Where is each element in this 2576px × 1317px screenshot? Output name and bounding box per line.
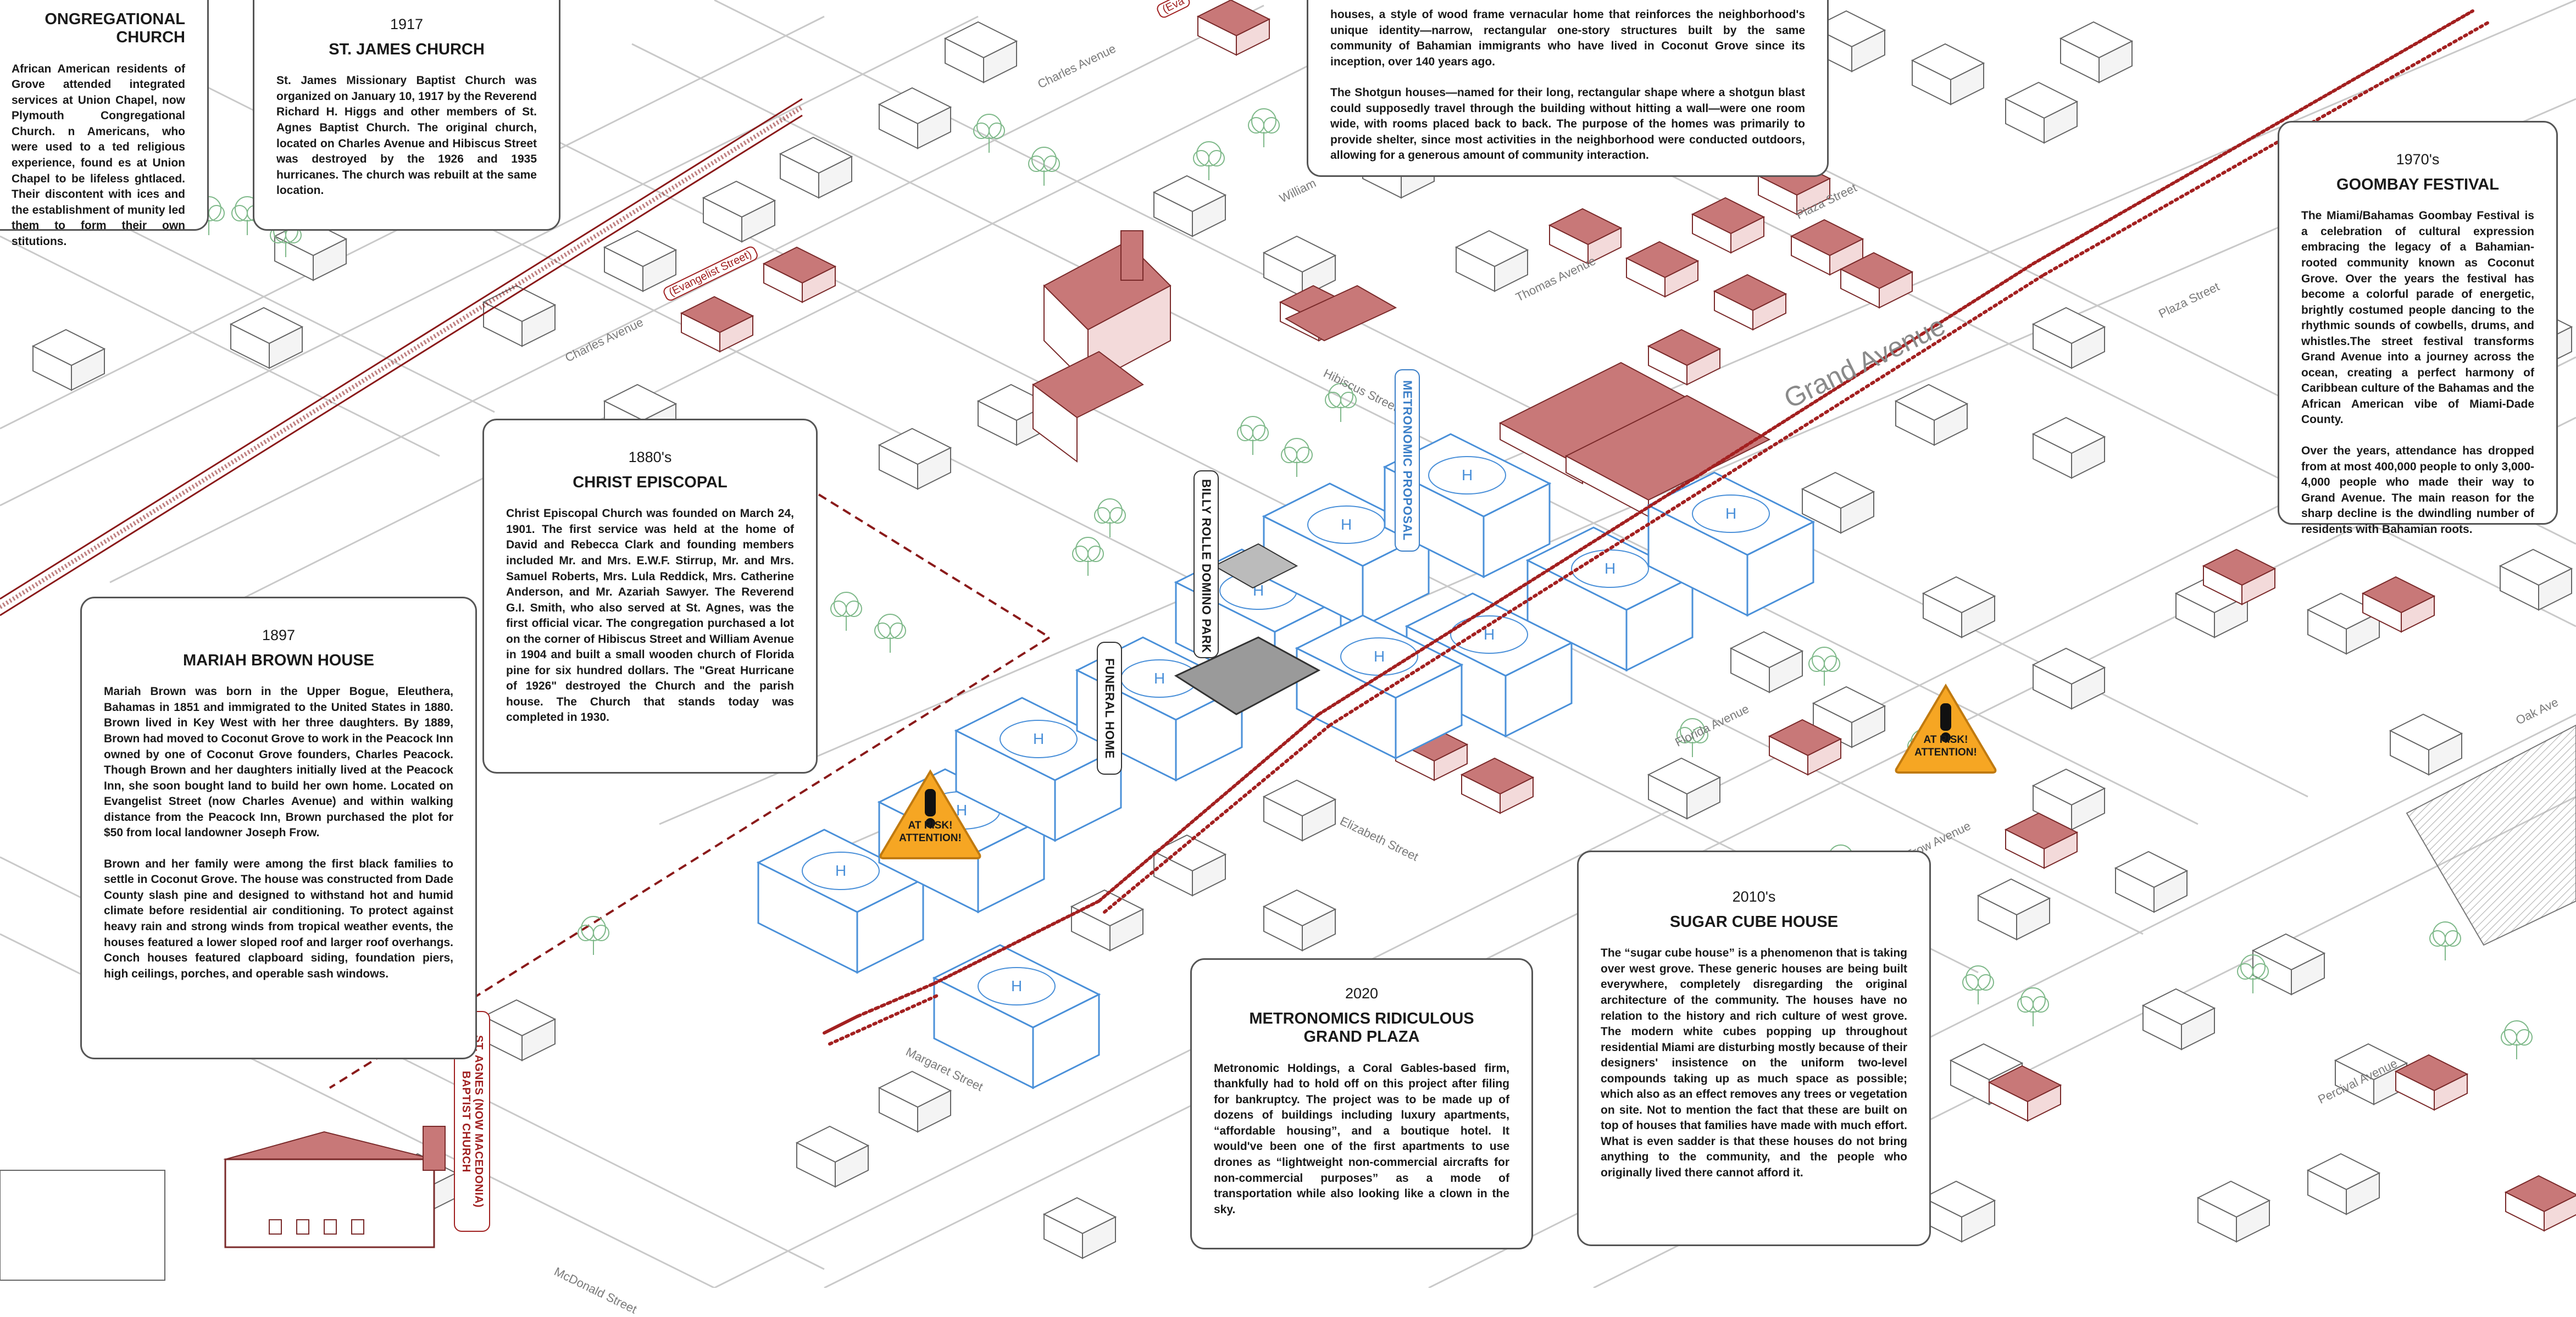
domino-park-pavilion <box>1174 543 1321 715</box>
mariah-brown-house-building <box>0 1126 446 1281</box>
panel-body: Christ Episcopal Church was founded on M… <box>506 507 794 724</box>
panel-mariah-brown-house: 1897 MARIAH BROWN HOUSE Mariah Brown was… <box>80 597 477 1059</box>
panel-title: METRONOMICS RIDICULOUS GRAND PLAZA <box>1249 1010 1474 1046</box>
panel-body: Brown and her family were among the firs… <box>104 857 453 980</box>
at-risk-marker: AT RISK! ATTENTION! <box>875 767 985 860</box>
panel-title: GOOMBAY FESTIVAL <box>2336 176 2499 193</box>
panel-year: 2020 <box>1345 985 1379 1002</box>
panel-st-james-church: 1917 ST. JAMES CHURCH St. James Missiona… <box>253 0 560 231</box>
panel-body: Metronomic Holdings, a Coral Gables-base… <box>1214 1062 1509 1216</box>
goombay-parade-crowd <box>823 9 2491 1046</box>
warning-triangle-icon <box>1895 683 1997 774</box>
panel-body: The Shotgun houses—named for their long,… <box>1330 86 1805 162</box>
panel-goombay-festival: 1970's GOOMBAY FESTIVAL The Miami/Bahama… <box>2278 121 2558 536</box>
billy-rolle-domino-park-label: BILLY ROLLE DOMINO PARK <box>1193 470 1219 658</box>
at-risk-marker: AT RISK! ATTENTION! <box>1891 681 2001 775</box>
christ-episcopal-building <box>1032 230 1172 463</box>
panel-year: 2010's <box>1732 888 1776 905</box>
panel-body: St. James Missionary Baptist Church was … <box>276 74 537 197</box>
panel-christ-episcopal: 1880's CHRIST EPISCOPAL Christ Episcopal… <box>482 419 818 774</box>
panel-sugar-cube-house: 2010's SUGAR CUBE HOUSE The “sugar cube … <box>1577 851 1931 1246</box>
at-risk-text: AT RISK! ATTENTION! <box>1914 734 1977 758</box>
panel-body: Over the years, attendance has dropped f… <box>2301 444 2534 536</box>
panel-congregational-church: ONGREGATIONAL CHURCH African American re… <box>0 0 209 248</box>
panel-body: houses, a style of wood frame vernacular… <box>1330 8 1805 68</box>
panel-title: CHRIST EPISCOPAL <box>573 474 728 491</box>
funeral-home-label: FUNERAL HOME <box>1097 642 1122 775</box>
panel-title: ONGREGATIONAL CHURCH <box>45 10 185 47</box>
panel-body: African American residents of Grove atte… <box>12 62 185 248</box>
panel-title: ST. JAMES CHURCH <box>329 41 485 58</box>
panel-body: The “sugar cube house” is a phenomenon t… <box>1601 947 1907 1179</box>
panel-title: MARIAH BROWN HOUSE <box>183 652 374 669</box>
metronomic-proposal-label: METRONOMIC PROPOSAL <box>1395 369 1420 552</box>
panel-shotgun-houses: houses, a style of wood frame vernacular… <box>1307 0 1829 177</box>
panel-year: 1897 <box>262 627 296 643</box>
panel-year: 1917 <box>390 16 424 32</box>
panel-metronomics-grand-plaza: 2020 METRONOMICS RIDICULOUS GRAND PLAZA … <box>1190 958 1533 1249</box>
panel-body: Mariah Brown was born in the Upper Bogue… <box>104 685 453 840</box>
panel-title: SUGAR CUBE HOUSE <box>1669 913 1839 931</box>
panel-year: 1880's <box>628 449 672 465</box>
panel-body: The Miami/Bahamas Goombay Festival is a … <box>2301 209 2534 426</box>
panel-year: 1970's <box>2396 151 2440 168</box>
at-risk-text: AT RISK! ATTENTION! <box>899 820 962 844</box>
warning-triangle-icon <box>879 769 981 859</box>
axonometric-map: H <box>0 0 2576 1288</box>
